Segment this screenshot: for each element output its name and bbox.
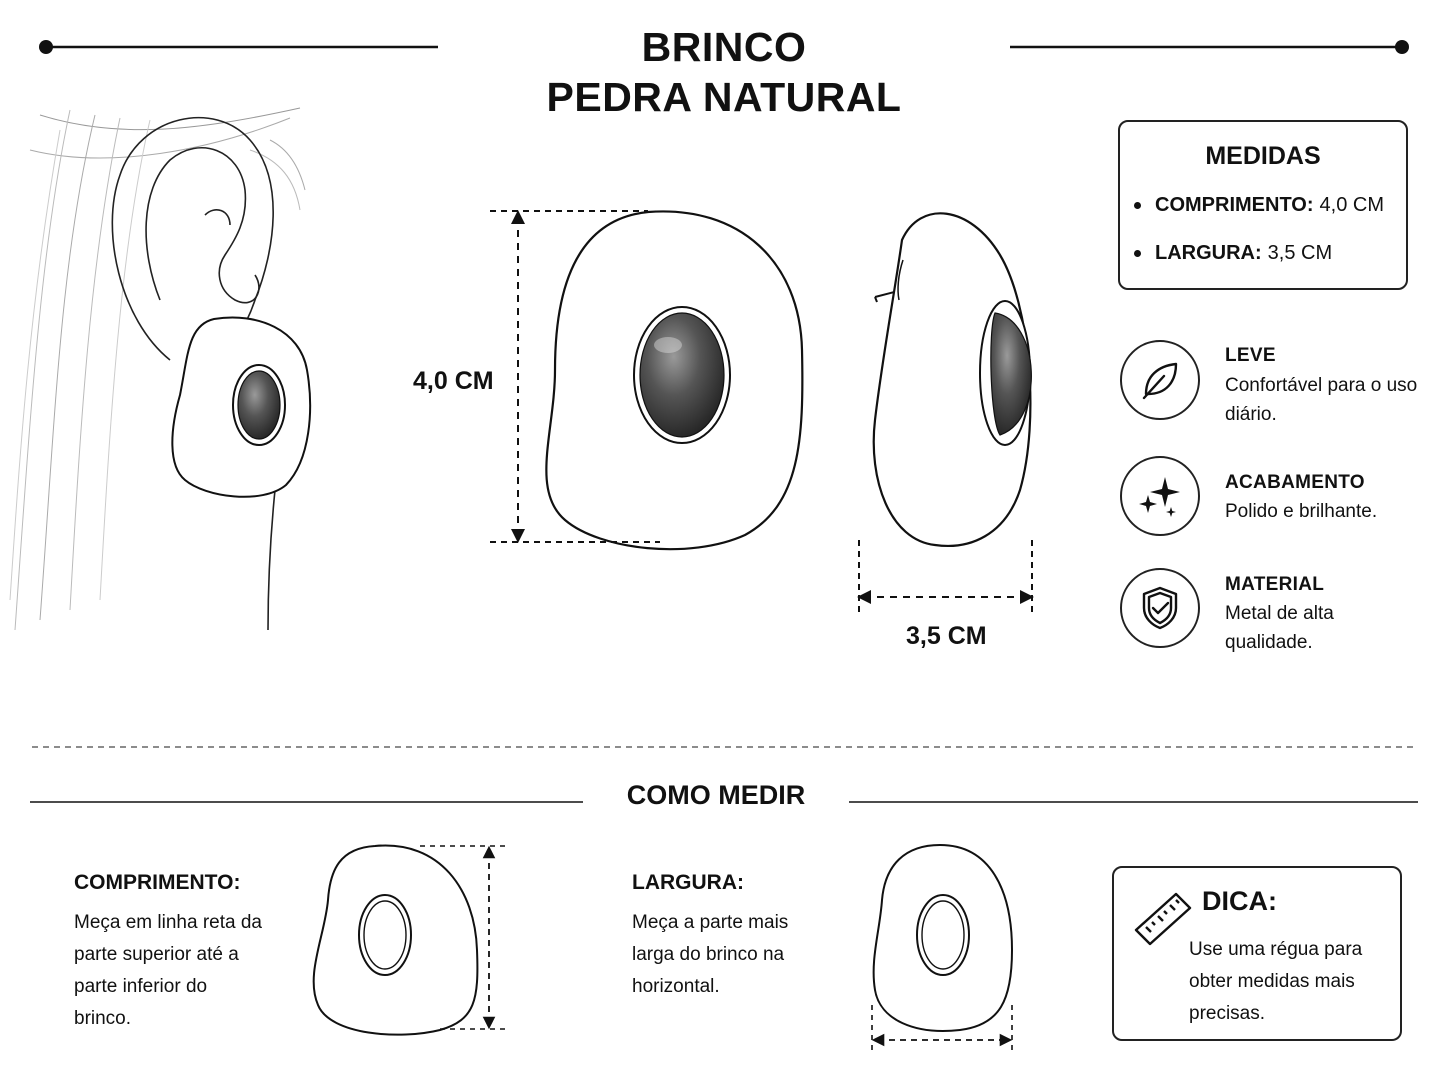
feature-title-leve: LEVE	[1225, 345, 1276, 366]
comprimento-earring-diagram	[312, 844, 505, 1036]
earring-side-view	[872, 212, 1032, 547]
feature-desc-acabamento: Polido e brilhante.	[1225, 501, 1378, 522]
height-dimension-line	[490, 210, 660, 543]
comprimento-desc: Meça em linha reta da parte superior até…	[74, 912, 262, 1029]
ruler-icon	[1134, 892, 1192, 946]
medidas-key: LARGURA:	[1155, 242, 1262, 264]
ear-with-earring-illustration	[9, 107, 312, 631]
width-dimension-line	[857, 540, 1034, 613]
largura-desc: Meça a parte mais larga do brinco na hor…	[632, 912, 789, 997]
medidas-key: COMPRIMENTO:	[1155, 194, 1314, 216]
feature-desc-leve: Confortável para o uso diário.	[1225, 375, 1418, 425]
largura-title: LARGURA:	[632, 871, 744, 894]
shield-check-icon	[1120, 568, 1200, 648]
dica-box: DICA: Use uma régua para obter medidas m…	[1112, 866, 1402, 1041]
medidas-item-comprimento: COMPRIMENTO:4,0 CM	[1134, 194, 1384, 217]
page-title: BRINCO PEDRA NATURAL	[474, 22, 974, 122]
title-line-2: PEDRA NATURAL	[546, 74, 902, 120]
title-line-1: BRINCO	[641, 24, 807, 70]
medidas-box: MEDIDAS COMPRIMENTO:4,0 CM LARGURA:3,5 C…	[1118, 120, 1408, 290]
bullet	[1134, 202, 1141, 210]
largura-earring-diagram	[871, 843, 1014, 1055]
medidas-title: MEDIDAS	[1205, 142, 1321, 170]
header-left-rule	[39, 40, 438, 54]
sparkles-icon	[1120, 456, 1200, 536]
feature-title-material: MATERIAL	[1225, 574, 1325, 595]
width-label: 3,5 CM	[906, 622, 987, 650]
dica-title: DICA:	[1202, 886, 1277, 916]
leaf-icon	[1120, 340, 1200, 420]
medidas-item-largura: LARGURA:3,5 CM	[1134, 242, 1332, 265]
height-label: 4,0 CM	[413, 367, 494, 395]
feature-title-acabamento: ACABAMENTO	[1225, 472, 1365, 493]
feature-desc-material: Metal de alta qualidade.	[1225, 603, 1334, 653]
dica-desc: Use uma régua para obter medidas mais pr…	[1189, 939, 1363, 1024]
medidas-value: 3,5 CM	[1267, 242, 1333, 264]
medidas-value: 4,0 CM	[1319, 194, 1384, 216]
bullet	[1134, 250, 1141, 258]
header-right-rule	[1010, 40, 1409, 54]
comprimento-title: COMPRIMENTO:	[74, 871, 241, 894]
earring-front-view	[545, 210, 804, 551]
como-medir-title: COMO MEDIR	[626, 780, 806, 810]
